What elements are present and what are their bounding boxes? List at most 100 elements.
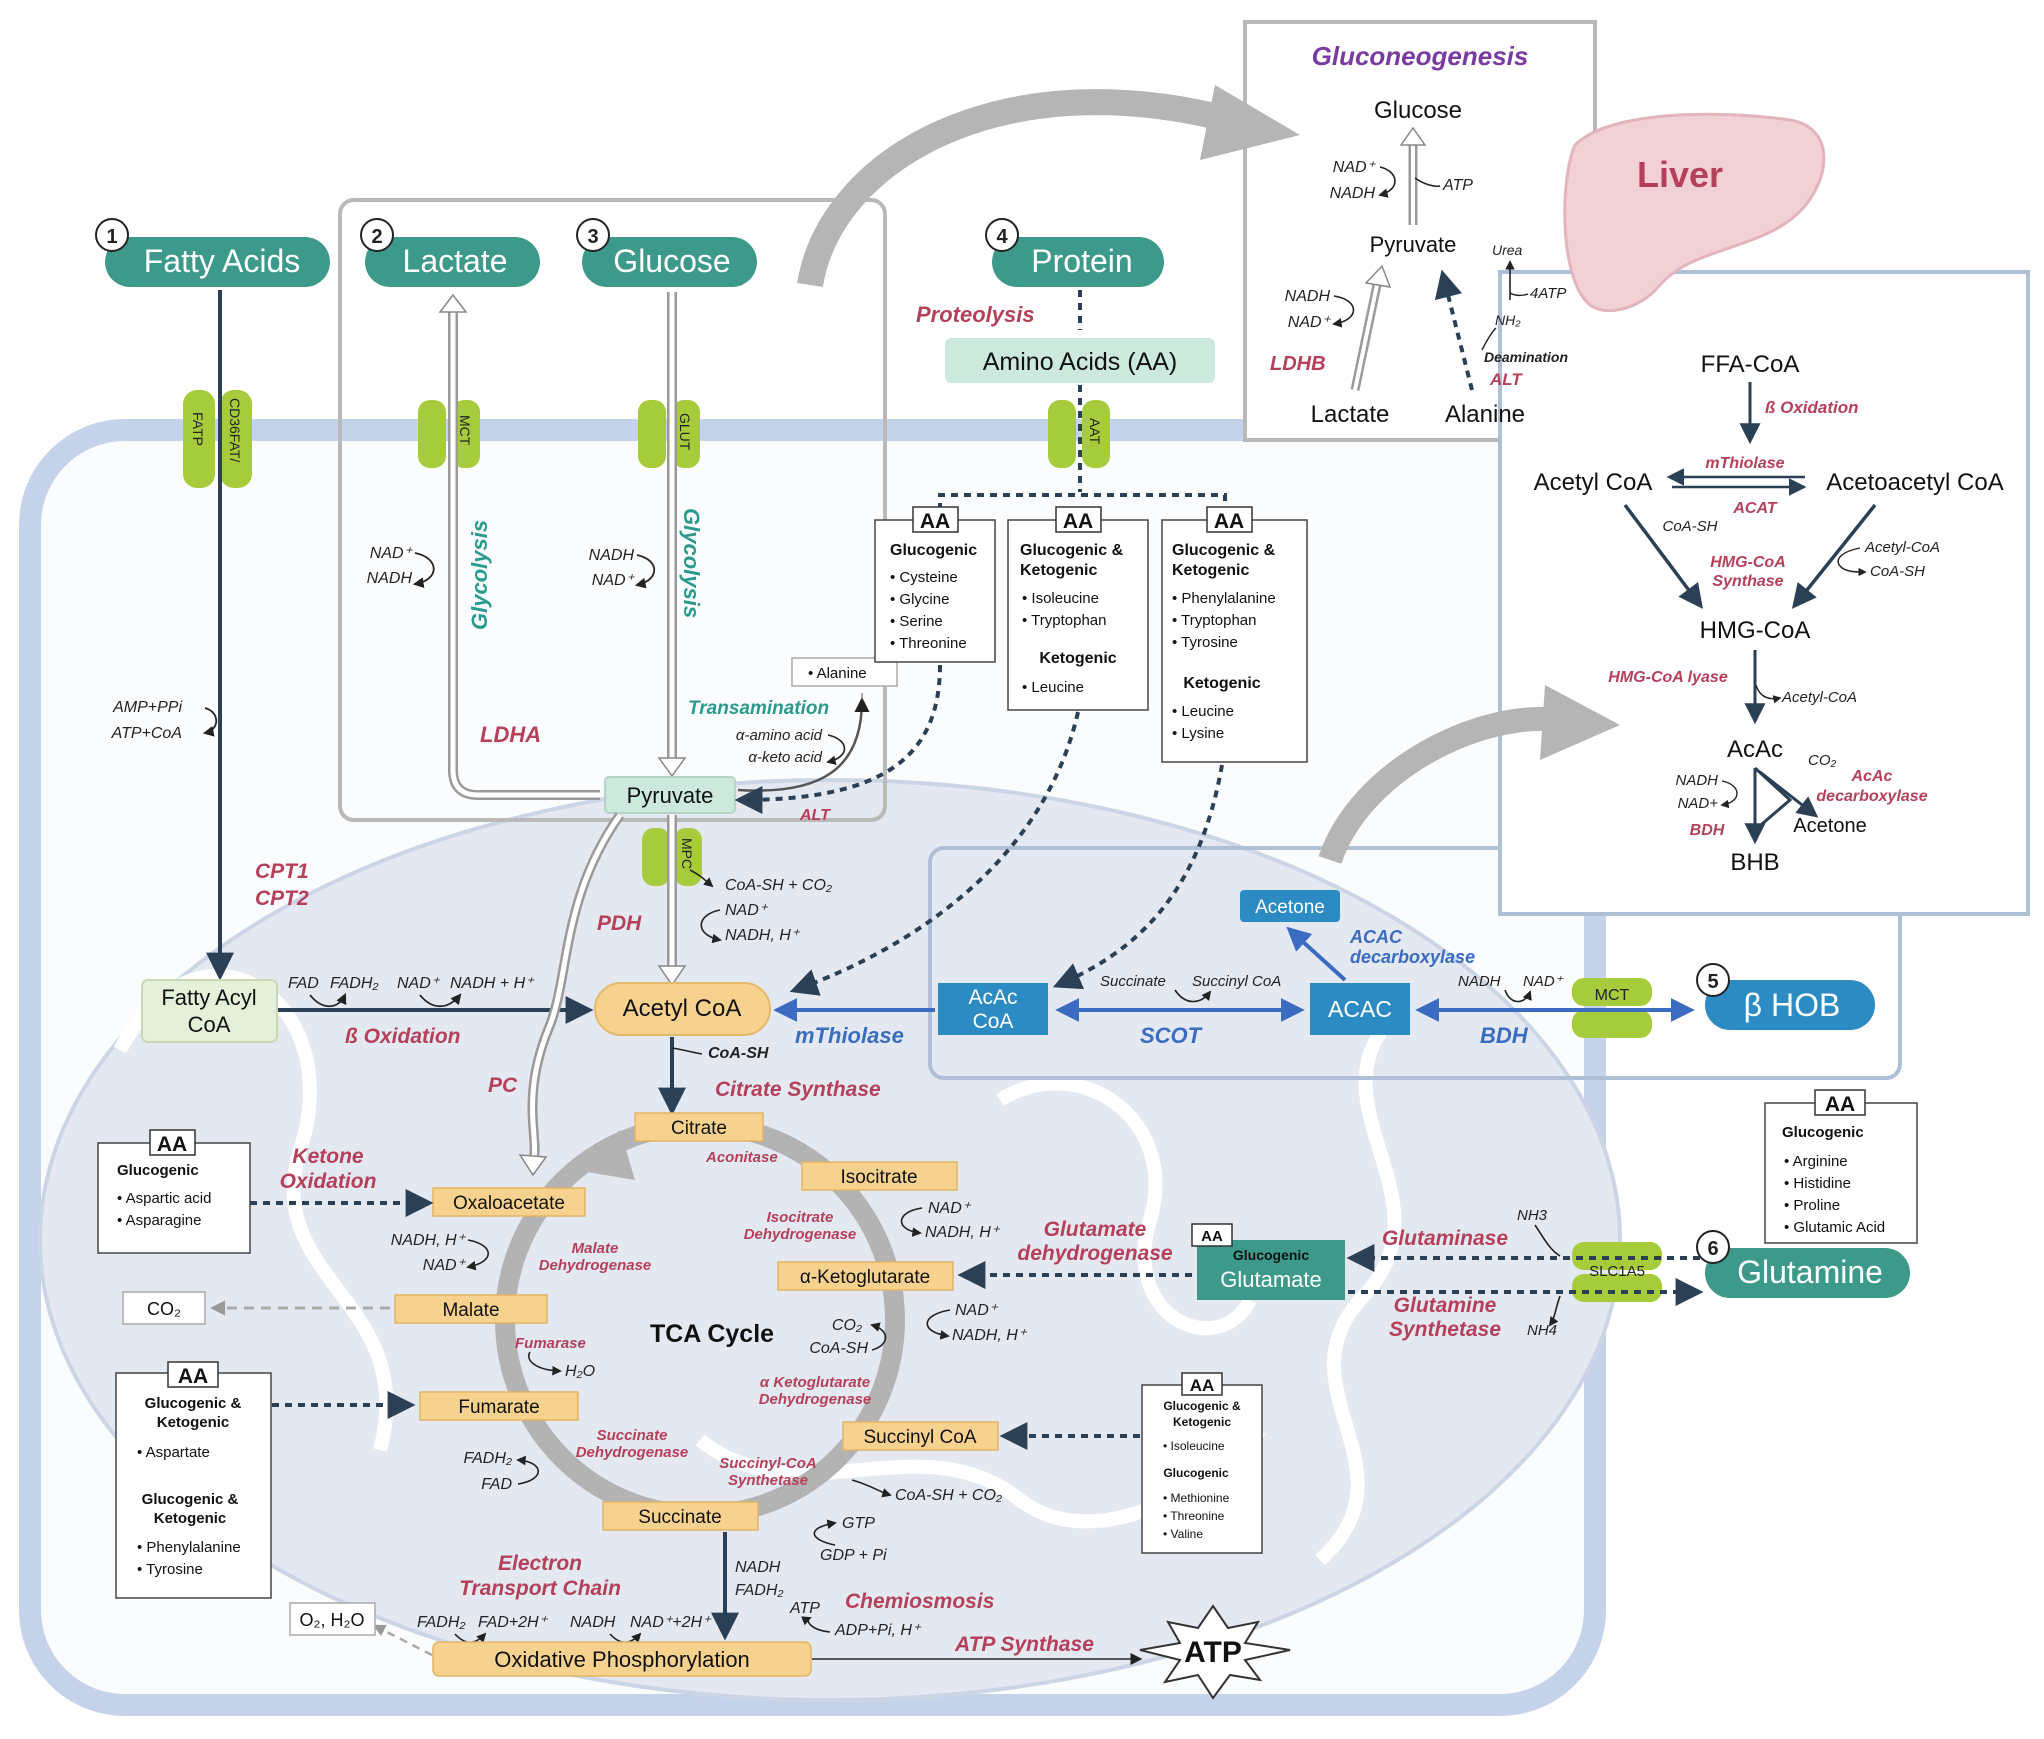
svg-text:AA: AA xyxy=(1214,510,1244,533)
source-bhob[interactable]: β HOB 5 xyxy=(1696,963,1875,1030)
svg-text:Glucogenic: Glucogenic xyxy=(1782,1124,1864,1141)
aa-box-5: AA Glucogenic &Ketogenic • Aspartate Glu… xyxy=(115,1361,272,1599)
label-line: dehydrogenase xyxy=(1017,1242,1173,1265)
aa-box-7-items: • Arginine• Histidine• Proline• Glutamic… xyxy=(1784,1153,1885,1236)
transporter-cd36-fatp: FATP CD36FAT/ xyxy=(183,390,252,488)
protein-label: Protein xyxy=(1031,243,1132,279)
acac-coa-node[interactable]: AcAc CoA xyxy=(938,983,1048,1035)
pyruvate-node[interactable]: Pyruvate xyxy=(604,776,736,814)
glutamine-label: Glutamine xyxy=(1737,1254,1883,1290)
svg-text:ALT: ALT xyxy=(799,807,831,824)
svg-text:mThiolase: mThiolase xyxy=(1705,455,1784,472)
aa-list-item: • Serine xyxy=(890,613,943,630)
svg-text:NH4: NH4 xyxy=(1527,1322,1557,1339)
fatty-acyl-coa-node[interactable]: Fatty Acyl CoA xyxy=(141,979,278,1043)
o2-h2o-box: O₂, H₂O xyxy=(289,1602,376,1636)
svg-text:BDH: BDH xyxy=(1690,822,1725,839)
aa-list-item: • Threonine xyxy=(1163,1509,1225,1523)
svg-text:NADH, H⁺: NADH, H⁺ xyxy=(725,927,801,944)
aa-list-item: • Glycine xyxy=(890,591,949,608)
svg-text:BDH: BDH xyxy=(1480,1023,1529,1048)
amino-acids-label: Amino Acids (AA) xyxy=(983,348,1178,376)
svg-text:Acetyl CoA: Acetyl CoA xyxy=(1534,469,1653,496)
source-fatty-acids[interactable]: Fatty Acids 1 xyxy=(95,218,330,287)
svg-text:CO₂: CO₂ xyxy=(1808,752,1837,769)
acac-node[interactable]: ACAC xyxy=(1310,983,1410,1035)
svg-text:FADH₂: FADH₂ xyxy=(417,1614,465,1631)
svg-text:NADH: NADH xyxy=(1330,185,1376,202)
label-line: Glucogenic & xyxy=(1163,1399,1241,1413)
aa-box-3-items: • Phenylalanine• Tryptophan• Tyrosine xyxy=(1172,590,1276,651)
aa-list-item: • Threonine xyxy=(890,635,967,652)
succinyl-coa-node[interactable]: Succinyl CoA xyxy=(842,1421,999,1451)
acetone-label: Acetone xyxy=(1255,897,1325,918)
aa-list-item: • Phenylalanine xyxy=(1172,590,1276,607)
source-number-3: 3 xyxy=(587,226,598,248)
acac-label: ACAC xyxy=(1328,996,1392,1022)
svg-text:MPC: MPC xyxy=(679,838,695,869)
citrate-node[interactable]: Citrate xyxy=(634,1112,764,1142)
svg-text:NAD⁺: NAD⁺ xyxy=(725,902,769,919)
source-glucose[interactable]: Glucose 3 xyxy=(576,218,757,287)
aa-list-item: • Isoleucine xyxy=(1163,1439,1225,1453)
svg-text:PC: PC xyxy=(488,1074,518,1097)
svg-text:4ATP: 4ATP xyxy=(1530,285,1566,302)
svg-text:NAD⁺: NAD⁺ xyxy=(370,545,414,562)
oxaloacetate-label: Oxaloacetate xyxy=(453,1193,565,1214)
svg-text:ATP: ATP xyxy=(789,1600,820,1617)
alanine-box: • Alanine xyxy=(791,657,898,687)
source-lactate[interactable]: Lactate 2 xyxy=(360,218,540,287)
aa-list-item: • Histidine xyxy=(1784,1175,1851,1192)
atp-burst: ATP xyxy=(1139,1604,1291,1700)
svg-text:CPT2: CPT2 xyxy=(255,887,309,910)
svg-text:ß Oxidation: ß Oxidation xyxy=(345,1025,461,1048)
fumarate-label: Fumarate xyxy=(458,1397,539,1418)
svg-text:NADH: NADH xyxy=(367,570,413,587)
alpha-ketoglutarate-label: α-Ketoglutarate xyxy=(800,1267,930,1288)
aa-list-item: • Tyrosine xyxy=(1172,634,1238,651)
isocitrate-node[interactable]: Isocitrate xyxy=(801,1161,958,1191)
alpha-ketoglutarate-node[interactable]: α-Ketoglutarate xyxy=(777,1261,954,1291)
svg-text:Deamination: Deamination xyxy=(1484,349,1568,365)
oxaloacetate-node[interactable]: Oxaloacetate xyxy=(432,1187,586,1217)
label-line: Dehydrogenase xyxy=(744,1226,857,1243)
oxidative-phosphorylation-label: Oxidative Phosphorylation xyxy=(494,1647,750,1672)
transporter-mpc: MPC xyxy=(642,828,702,886)
succinate-node[interactable]: Succinate xyxy=(602,1501,759,1531)
label-line: AcAc xyxy=(1851,768,1893,785)
aa-box-2-items: • Isoleucine• Tryptophan xyxy=(1022,590,1106,629)
svg-text:Glucogenic: Glucogenic xyxy=(117,1162,199,1179)
svg-text:HMG-CoA lyase: HMG-CoA lyase xyxy=(1608,669,1728,686)
glutamate-node[interactable]: Glucogenic Glutamate AA xyxy=(1191,1223,1345,1300)
svg-text:Oxidation: Oxidation xyxy=(280,1170,377,1193)
svg-text:Alanine: Alanine xyxy=(1445,401,1525,428)
aa-box-2-title: Glucogenic &Ketogenic xyxy=(1020,542,1124,579)
tca-cycle-label: TCA Cycle xyxy=(650,1320,774,1348)
aa-list-item: • Valine xyxy=(1163,1527,1203,1541)
source-protein[interactable]: Protein 4 xyxy=(985,218,1164,287)
svg-text:NADH + H⁺: NADH + H⁺ xyxy=(450,975,535,992)
fumarate-node[interactable]: Fumarate xyxy=(419,1391,579,1421)
svg-text:Fumarase: Fumarase xyxy=(515,1335,586,1352)
citrate-label: Citrate xyxy=(671,1118,727,1139)
label-line: Malate xyxy=(572,1240,619,1257)
acetyl-coa-node[interactable]: Acetyl CoA xyxy=(594,982,771,1036)
svg-text:Glucogenic: Glucogenic xyxy=(890,542,977,559)
transporter-glut: GLUT xyxy=(638,400,700,468)
glucose-label: Glucose xyxy=(613,243,730,279)
amino-acids-box[interactable]: Amino Acids (AA) xyxy=(945,338,1215,383)
source-glutamine[interactable]: Glutamine 6 xyxy=(1696,1230,1910,1298)
acetone-node[interactable]: Acetone xyxy=(1240,890,1340,922)
oxidative-phosphorylation-node[interactable]: Oxidative Phosphorylation xyxy=(432,1641,812,1677)
aa-box-5-items: • Aspartate xyxy=(137,1444,210,1461)
bhob-label: β HOB xyxy=(1744,987,1841,1023)
aa-list-item: • Tyrosine xyxy=(137,1561,203,1578)
svg-text:α-amino acid: α-amino acid xyxy=(736,727,823,744)
aa-box-3: AA Glucogenic &Ketogenic • Phenylalanine… xyxy=(1161,506,1308,763)
svg-text:NAD⁺: NAD⁺ xyxy=(423,1257,467,1274)
malate-node[interactable]: Malate xyxy=(394,1294,548,1324)
svg-text:MCT: MCT xyxy=(457,415,473,446)
